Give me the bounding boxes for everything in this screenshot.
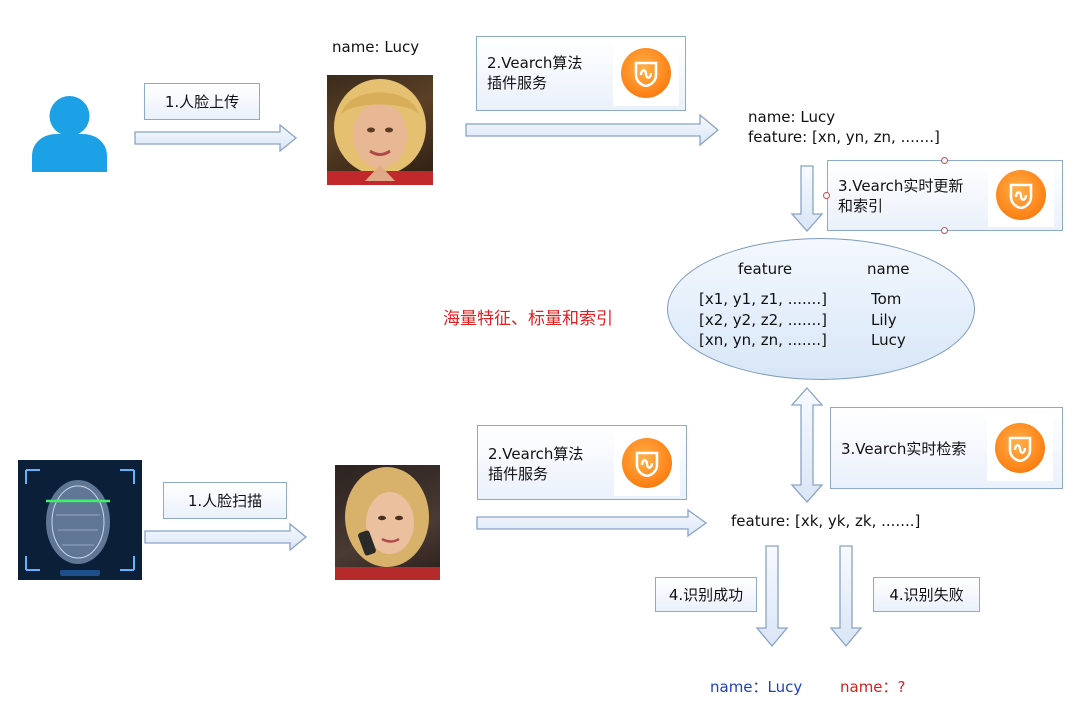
arrow-fail — [829, 545, 863, 648]
step3-search-box: 3.Vearch实时检索 — [830, 407, 1063, 489]
arrow-scan-to-photo — [144, 522, 308, 552]
arrow-upload-to-photo — [134, 123, 298, 153]
arrow-success — [755, 545, 789, 648]
step2-algorithm-box-bottom: 2.Vearch算法 插件服务 — [477, 425, 687, 500]
feature-result-vector: feature: [xn, yn, zn, .......] — [748, 128, 940, 146]
step1-scan-label: 1.人脸扫描 — [187, 491, 263, 510]
step3-update-index-box: 3.Vearch实时更新 和索引 — [827, 160, 1063, 231]
index-side-note: 海量特征、标量和索引 — [443, 309, 613, 329]
index-row-name: Tom — [871, 290, 902, 308]
face-scan-icon — [18, 460, 142, 580]
query-feature-vector: feature: [xk, yk, zk, .......] — [731, 512, 921, 530]
result-fail-name: name：? — [840, 678, 906, 696]
selection-handle[interactable] — [823, 192, 830, 199]
arrow-feature-to-index — [790, 165, 824, 232]
arrow-photo-to-feature — [465, 113, 720, 147]
step2-algorithm-label-bottom: 2.Vearch算法 插件服务 — [488, 445, 584, 483]
index-header-feature: feature — [738, 260, 793, 278]
face-photo-scan — [335, 465, 440, 580]
step4-fail-box: 4.识别失败 — [873, 577, 980, 612]
step3-search-label: 3.Vearch实时检索 — [841, 440, 967, 458]
index-row-feature: [x2, y2, z2, .......] — [699, 311, 827, 329]
step3-update-index-label: 3.Vearch实时更新 和索引 — [838, 177, 964, 215]
vearch-logo-icon — [995, 423, 1045, 473]
selection-handle[interactable] — [941, 157, 948, 164]
step4-success-box: 4.识别成功 — [655, 577, 757, 612]
step1-scan-box: 1.人脸扫描 — [163, 482, 287, 519]
step1-upload-box: 1.人脸上传 — [144, 83, 260, 120]
feature-result-name: name: Lucy — [748, 108, 836, 126]
step2-algorithm-label-top: 2.Vearch算法 插件服务 — [487, 54, 583, 92]
index-header-name: name — [867, 260, 910, 278]
step2-algorithm-box-top: 2.Vearch算法 插件服务 — [476, 36, 686, 111]
step4-fail-label: 4.识别失败 — [889, 585, 964, 604]
vector-index-store: feature name [x1, y1, z1, .......] Tom [… — [667, 238, 975, 380]
user-silhouette-icon — [32, 96, 107, 172]
index-row-name: Lily — [871, 311, 897, 329]
index-row-name: Lucy — [871, 331, 906, 349]
step1-upload-label: 1.人脸上传 — [164, 92, 240, 111]
index-row-feature: [x1, y1, z1, .......] — [699, 290, 827, 308]
index-row-feature: [xn, yn, zn, .......] — [699, 331, 827, 349]
step4-success-label: 4.识别成功 — [668, 585, 744, 604]
result-success-name: name：Lucy — [710, 678, 803, 696]
arrow-index-bidirectional — [790, 387, 824, 503]
vearch-logo-icon — [996, 170, 1046, 220]
vearch-logo-icon — [621, 48, 671, 98]
selection-handle[interactable] — [941, 227, 948, 234]
arrow-photo-to-query — [476, 508, 708, 538]
vearch-logo-icon — [622, 438, 672, 488]
face-photo-upload — [327, 75, 433, 185]
photo-caption: name: Lucy — [332, 38, 420, 56]
